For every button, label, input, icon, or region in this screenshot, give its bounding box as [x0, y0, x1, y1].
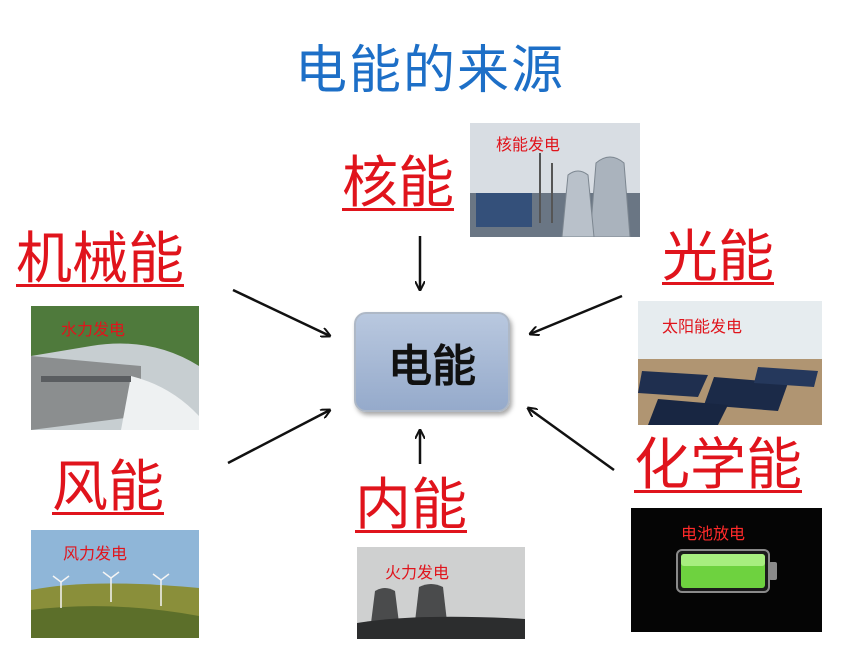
electric-energy-box: 电能 [354, 312, 510, 412]
photo-nuclear-plant: 核能发电 [470, 123, 640, 237]
photo-wind-farm: 风力发电 [31, 530, 199, 638]
caption-chemical: 电池放电 [681, 524, 746, 543]
label-internal: 内能 [355, 473, 467, 538]
caption-internal: 火力发电 [385, 563, 450, 582]
caption-nuclear: 核能发电 [496, 135, 561, 154]
photo-solar-panels: 太阳能发电 [638, 301, 822, 425]
label-light: 光能 [662, 225, 774, 290]
arrow-wind [227, 410, 330, 465]
arrow-mechanical [232, 288, 330, 336]
photo-battery: 电池放电 [631, 508, 822, 632]
photo-thermal-plant: 火力发电 [357, 547, 525, 639]
page-title: 电能的来源 [294, 41, 565, 101]
caption-mechanical: 水力发电 [61, 320, 126, 339]
label-nuclear: 核能 [342, 151, 454, 216]
arrow-light [530, 294, 623, 334]
caption-wind: 风力发电 [63, 544, 128, 563]
caption-light: 太阳能发电 [662, 317, 743, 336]
label-mechanical: 机械能 [16, 227, 184, 292]
label-wind: 风能 [52, 455, 164, 520]
arrow-chemical [528, 408, 615, 472]
photo-hydropower-dam: 水力发电 [31, 306, 199, 430]
label-chemical: 化学能 [634, 433, 802, 498]
